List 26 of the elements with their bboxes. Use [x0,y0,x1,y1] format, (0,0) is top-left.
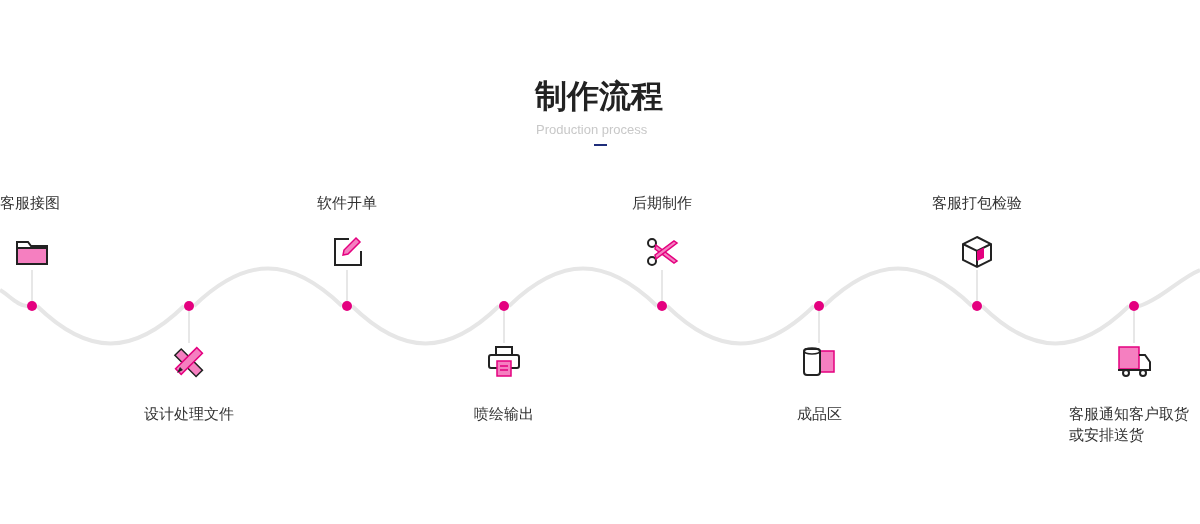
timeline-dot [657,301,667,311]
step-label: 喷绘输出 [473,404,535,424]
step-label: 软件开单 [316,193,378,213]
step-label: 设计处理文件 [143,404,235,424]
wave-line [0,288,28,308]
wave-line [980,304,1131,346]
wave-line [665,304,816,346]
wave-line [192,266,344,308]
step-label: 客服接图 [0,193,60,213]
step-label: 客服打包检验 [931,193,1023,213]
wave-line [822,266,974,308]
timeline-dot [184,301,194,311]
wave-line [350,304,501,346]
title: 制作流程 [535,77,663,116]
timeline-dot [27,301,37,311]
step-label: 后期制作 [631,193,693,213]
wave-line [507,266,659,308]
wave-line [1138,268,1200,308]
timeline-dot [499,301,509,311]
wave-line [35,304,186,346]
step-label: 成品区 [795,404,843,424]
timeline-dot [972,301,982,311]
step-label: 客服通知客户取货或安排送货 [1069,404,1190,445]
timeline-dot [342,301,352,311]
timeline-dot [1129,301,1139,311]
timeline-dot [814,301,824,311]
